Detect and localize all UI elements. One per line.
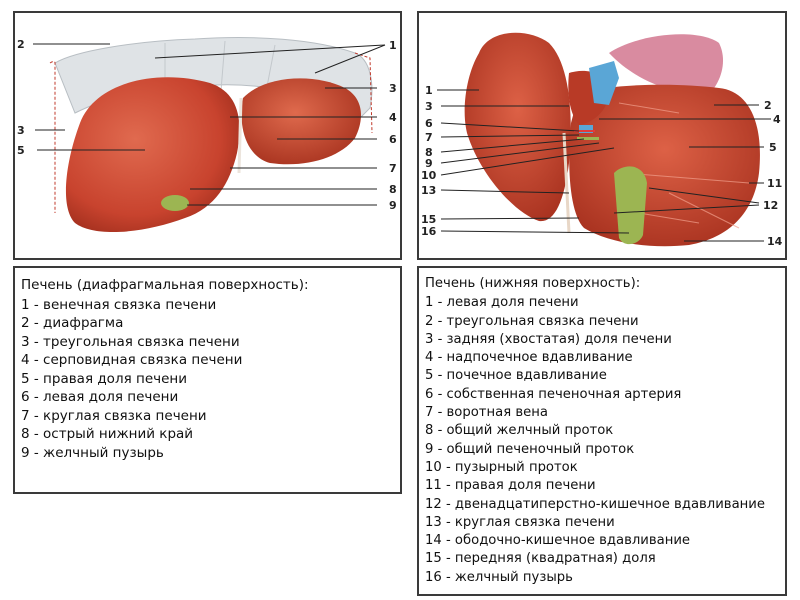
legend-item: 6 - собственная печеночная артерия	[425, 386, 781, 404]
right-label: 2	[764, 99, 772, 112]
left-label: 3	[389, 82, 397, 95]
legend-item: 9 - желчный пузырь	[21, 444, 396, 463]
legend-item: 11 - правая доля печени	[425, 477, 781, 495]
legend-title: Печень (нижняя поверхность):	[425, 275, 781, 293]
left-label: 2	[17, 38, 25, 51]
right-label: 1	[425, 84, 433, 97]
left-label: 4	[389, 111, 397, 124]
legend-item: 8 - общий желчный проток	[425, 422, 781, 440]
left-label: 9	[389, 199, 397, 212]
right-label: 5	[769, 141, 777, 154]
legend-item: 3 - задняя (хвостатая) доля печени	[425, 331, 781, 349]
gallbladder-shape	[161, 195, 189, 211]
right-label: 11	[767, 177, 782, 190]
legend-item: 1 - левая доля печени	[425, 294, 781, 312]
left-label: 8	[389, 183, 397, 196]
legend-item: 2 - треугольная связка печени	[425, 313, 781, 331]
right-label: 3	[425, 100, 433, 113]
right-label: 16	[421, 225, 437, 238]
right-label: 13	[421, 184, 436, 197]
legend-title: Печень (диафрагмальная поверхность):	[21, 276, 396, 295]
left-label: 1	[389, 39, 397, 52]
left-label: 5	[17, 144, 25, 157]
left-lobe-shape	[242, 78, 361, 164]
legend-item: 4 - серповидная связка печени	[21, 351, 396, 370]
legend-item: 8 - острый нижний край	[21, 425, 396, 444]
legend-item: 7 - круглая связка печени	[21, 407, 396, 426]
liver-diaphragmatic-figure: 1 2 3 3 4 5 6 7 8 9	[13, 11, 402, 260]
legend-item: 2 - диафрагма	[21, 314, 396, 333]
right-label: 7	[425, 131, 433, 144]
legend-item: 14 - ободочно-кишечное вдавливание	[425, 532, 781, 550]
legend-item: 16 - желчный пузырь	[425, 569, 781, 587]
diaphragmatic-legend: Печень (диафрагмальная поверхность): 1 -…	[21, 276, 396, 462]
visceral-legend-box: Печень (нижняя поверхность): 1 - левая д…	[417, 266, 787, 596]
liver-visceral-illustration: 1 2 3 4 5 6 7 8 9 10 11 12 13 14 15 16	[419, 13, 785, 258]
legend-item: 3 - треугольная связка печени	[21, 333, 396, 352]
legend-item: 12 - двенадцатиперстно-кишечное вдавлива…	[425, 496, 781, 514]
legend-item: 1 - венечная связка печени	[21, 296, 396, 315]
legend-item: 15 - передняя (квадратная) доля	[425, 550, 781, 568]
legend-item: 13 - круглая связка печени	[425, 514, 781, 532]
legend-item: 4 - надпочечное вдавливание	[425, 349, 781, 367]
right-label: 14	[767, 235, 783, 248]
liver-visceral-figure: 1 2 3 4 5 6 7 8 9 10 11 12 13 14 15 16	[417, 11, 787, 260]
diaphragmatic-legend-box: Печень (диафрагмальная поверхность): 1 -…	[13, 266, 402, 494]
liver-diaphragmatic-illustration: 1 2 3 3 4 5 6 7 8 9	[15, 13, 400, 258]
left-label: 7	[389, 162, 397, 175]
right-label: 10	[421, 169, 437, 182]
legend-item: 10 - пузырный проток	[425, 459, 781, 477]
left-label: 3	[17, 124, 25, 137]
legend-item: 6 - левая доля печени	[21, 388, 396, 407]
legend-item: 9 - общий печеночный проток	[425, 441, 781, 459]
legend-item: 5 - правая доля печени	[21, 370, 396, 389]
left-label: 6	[389, 133, 397, 146]
right-label: 12	[763, 199, 778, 212]
legend-item: 7 - воротная вена	[425, 404, 781, 422]
legend-item: 5 - почечное вдавливание	[425, 367, 781, 385]
visceral-legend: Печень (нижняя поверхность): 1 - левая д…	[425, 275, 781, 587]
right-label: 4	[773, 113, 781, 126]
right-label: 6	[425, 117, 433, 130]
